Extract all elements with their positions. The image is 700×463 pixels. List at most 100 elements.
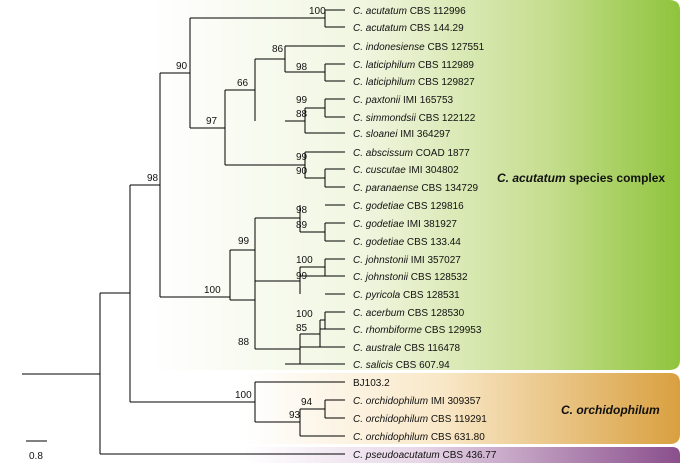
taxon-label: C. orchidophilum CBS 119291 (353, 414, 487, 425)
taxon-label: C. acutatum CBS 112996 (353, 6, 466, 17)
support-value: 99 (238, 236, 250, 247)
support-value: 100 (235, 390, 252, 401)
support-value: 99 (296, 271, 308, 282)
taxon-species: C. acerbum (353, 308, 405, 319)
taxon-species: C. acutatum (353, 23, 407, 34)
taxon-strain: CBS 129827 (415, 77, 475, 88)
taxon-label: C. cuscutae IMI 304802 (353, 165, 459, 176)
tree-branches (22, 9, 345, 455)
taxon-label: C. abscissum COAD 1877 (353, 148, 470, 159)
taxon-strain: CBS 112996 (407, 6, 466, 17)
taxon-strain: CBS 436.77 (440, 450, 497, 461)
taxon-strain: IMI 357027 (408, 255, 461, 266)
support-value: 100 (296, 309, 313, 320)
support-value: 99 (296, 152, 308, 163)
taxon-species: C. rhombiforme (353, 325, 422, 336)
taxon-species: C. orchidophilum (353, 414, 428, 425)
taxon-strain: IMI 165753 (400, 95, 453, 106)
taxon-strain: CBS 119291 (428, 414, 487, 425)
taxon-strain: CBS 116478 (401, 343, 460, 354)
taxon-strain: CBS 631.80 (428, 432, 485, 443)
taxon-species: C. acutatum (353, 6, 407, 17)
support-value: 85 (296, 323, 308, 334)
support-value: 88 (296, 109, 308, 120)
taxon-species: C. johnstonii (353, 272, 409, 283)
taxon-strain: IMI 381927 (404, 219, 457, 230)
taxon-strain: CBS 122122 (416, 113, 476, 124)
taxon-strain: CBS 129816 (404, 201, 464, 212)
pseudoacutatum-clade-band (245, 447, 680, 463)
taxon-strain: CBS 127551 (425, 42, 485, 53)
taxon-strain: COAD 1877 (413, 148, 470, 159)
support-value: 94 (301, 397, 313, 408)
taxon-strain: CBS 134729 (419, 183, 479, 194)
taxon-strain: IMI 364297 (397, 129, 450, 140)
taxon-species: C. godetiae (353, 201, 405, 212)
orchidophilum-clade-label: C. orchidophilum (561, 403, 660, 417)
support-value: 98 (296, 205, 308, 216)
taxon-strain: CBS 128532 (408, 272, 468, 283)
taxon-species: C. cuscutae (353, 165, 406, 176)
taxon-label: C. laticiphilum CBS 129827 (353, 77, 475, 88)
taxon-species: C. paxtonii (353, 95, 401, 106)
support-value: 97 (206, 116, 218, 127)
taxon-label: C. paxtonii IMI 165753 (353, 95, 454, 106)
support-value: 98 (296, 62, 308, 73)
taxon-label: C. godetiae IMI 381927 (353, 219, 457, 230)
support-value: 90 (176, 61, 188, 72)
taxon-strain: IMI 309357 (428, 396, 481, 407)
taxon-strain: CBS 128531 (400, 290, 460, 301)
support-value: 88 (238, 337, 250, 348)
taxon-species: C. laticiphilum (353, 77, 415, 88)
taxon-species: C. orchidophilum (353, 396, 428, 407)
support-value: 89 (296, 220, 308, 231)
support-value: 100 (296, 255, 313, 266)
taxon-strain: CBS 129953 (422, 325, 482, 336)
taxon-label: C. godetiae CBS 133.44 (353, 237, 461, 248)
taxon-species: C. simmondsii (353, 113, 417, 124)
support-value: 93 (289, 410, 301, 421)
support-value: 98 (147, 173, 159, 184)
taxon-label: C. acutatum CBS 144.29 (353, 23, 464, 34)
orchidophilum-clade-band (245, 373, 680, 444)
support-value: 100 (204, 285, 221, 296)
taxon-label: C. sloanei IMI 364297 (353, 129, 451, 140)
taxon-strain: CBS 112989 (415, 60, 474, 71)
taxon-label: C. johnstonii CBS 128532 (353, 272, 468, 283)
taxon-species: C. sloanei (353, 129, 398, 140)
taxon-label: C. pseudoacutatum CBS 436.77 (353, 450, 497, 461)
taxon-label: C. simmondsii CBS 122122 (353, 113, 476, 124)
acutatum-clade-label: C. acutatum species complex (497, 171, 665, 185)
taxon-strain: CBS 128530 (405, 308, 465, 319)
taxon-species: C. indonesiense (353, 42, 425, 53)
taxon-label: C. laticiphilum CBS 112989 (353, 60, 474, 71)
taxon-label: C. godetiae CBS 129816 (353, 201, 464, 212)
acutatum-clade-band (148, 0, 680, 370)
taxon-label: BJ103.2 (353, 378, 390, 389)
taxon-species: C. orchidophilum (353, 432, 428, 443)
taxon-label: C. orchidophilum CBS 631.80 (353, 432, 485, 443)
taxon-label: C. johnstonii IMI 357027 (353, 255, 461, 266)
taxon-strain: CBS 607.94 (393, 360, 450, 371)
taxon-label: C. salicis CBS 607.94 (353, 360, 450, 371)
taxon-strain: CBS 144.29 (407, 23, 464, 34)
taxon-label: C. orchidophilum IMI 309357 (353, 396, 481, 407)
taxon-species: C. australe (353, 343, 402, 354)
support-value: 99 (296, 95, 308, 106)
taxon-species: C. johnstonii (353, 255, 409, 266)
taxon-strain: IMI 304802 (406, 165, 459, 176)
support-value: 66 (237, 78, 249, 89)
support-value: 100 (309, 6, 326, 17)
taxon-label: C. indonesiense CBS 127551 (353, 42, 485, 53)
taxon-species: C. pyricola (353, 290, 401, 301)
scale-bar-label: 0.8 (29, 451, 43, 462)
support-value: 90 (296, 166, 308, 177)
taxon-species: C. paranaense (353, 183, 419, 194)
taxon-label: C. acerbum CBS 128530 (353, 308, 465, 319)
taxon-species: C. laticiphilum (353, 60, 415, 71)
taxon-label: C. rhombiforme CBS 129953 (353, 325, 482, 336)
taxon-label: C. paranaense CBS 134729 (353, 183, 479, 194)
taxon-species: C. godetiae (353, 219, 405, 230)
